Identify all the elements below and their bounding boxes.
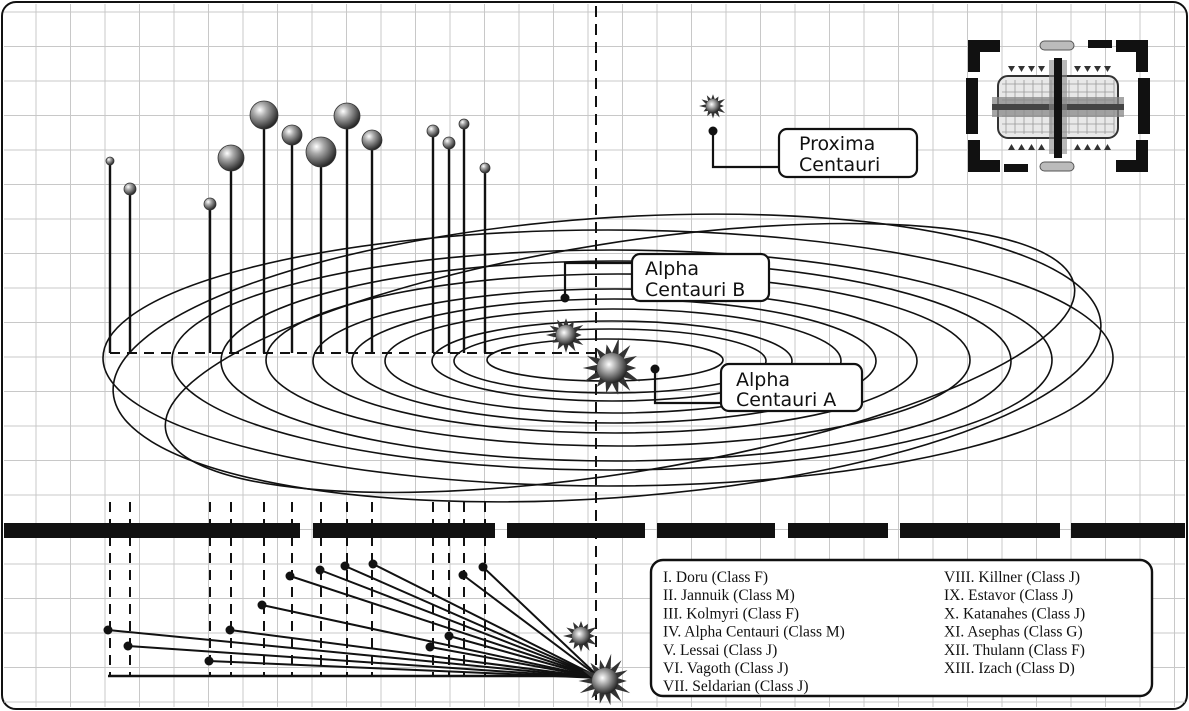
- projection-line-9: [372, 563, 601, 679]
- projection-line-2: [127, 645, 601, 679]
- star-alpha-b: [546, 318, 584, 353]
- legend-item-left-5: V. Lessai (Class J): [663, 642, 777, 659]
- legend-item-left-3: III. Kolmyri (Class F): [663, 605, 799, 622]
- planet-6: [281, 124, 303, 146]
- projection-line-7: [319, 569, 601, 679]
- svg-text:Centauri B: Centauri B: [645, 279, 745, 301]
- legend-item-right-4: XI. Asephas (Class G): [944, 624, 1083, 641]
- projection-line-12: [462, 574, 601, 679]
- svg-text:Alpha: Alpha: [645, 258, 699, 280]
- projection-dot-6: [285, 571, 295, 581]
- planets: [105, 100, 491, 211]
- projection-dot-13: [478, 562, 488, 572]
- projection-dots: [103, 559, 488, 666]
- orbit-3: [431, 320, 793, 402]
- projection-dot-12: [458, 570, 468, 580]
- planet-5: [249, 100, 279, 130]
- projection-line-13: [482, 566, 601, 679]
- planet-1: [105, 156, 115, 166]
- legend-item-left-6: VI. Vagoth (Class J): [663, 660, 788, 677]
- projection-dot-11: [444, 631, 454, 641]
- projection-line-5: [261, 604, 601, 679]
- legend-item-left-4: IV. Alpha Centauri (Class M): [663, 624, 845, 641]
- planet-11: [442, 136, 456, 150]
- orbit-7: [265, 273, 971, 447]
- planet-9: [361, 129, 383, 151]
- label-alpha-b: Alpha Centauri B: [630, 252, 771, 303]
- viewport-icon: [966, 40, 1150, 172]
- orbits: [102, 213, 1114, 503]
- projection-dot-3: [204, 656, 214, 666]
- projection-line-6: [289, 575, 601, 679]
- orbit-2: [453, 328, 767, 394]
- planet-2: [123, 182, 137, 196]
- leader-lines: [563, 131, 790, 405]
- planet-12: [458, 118, 470, 130]
- projection-line-11: [448, 635, 601, 679]
- projection-dot-2: [123, 641, 133, 651]
- legend-item-left-7: VII. Seldarian (Class J): [663, 678, 809, 695]
- svg-text:Alpha: Alpha: [736, 369, 790, 391]
- separator-band: [4, 523, 1185, 538]
- planet-stalks: [108, 115, 487, 353]
- orbit-12: [164, 222, 1076, 494]
- projection-line-4: [229, 629, 601, 679]
- star-proxima: [699, 94, 726, 119]
- planet-legend: I. Doru (Class F)II. Jannuik (Class M)II…: [649, 558, 1154, 698]
- label-alpha-a: Alpha Centauri A: [719, 362, 864, 413]
- star-alpha-a: [582, 337, 640, 395]
- projection-dot-7: [315, 565, 325, 575]
- legend-item-right-5: XII. Thulann (Class F): [944, 642, 1085, 659]
- orbit-10: [102, 229, 1114, 487]
- planet-13: [479, 162, 491, 174]
- projection-dashes: [109, 502, 486, 676]
- bottom-star-a: [578, 653, 631, 706]
- projection-line-3: [208, 660, 601, 679]
- projection-line-10: [429, 646, 601, 679]
- legend-item-right-6: XIII. Izach (Class D): [944, 660, 1075, 677]
- svg-text:Proxima: Proxima: [799, 133, 875, 155]
- planet-10: [426, 124, 440, 138]
- projection-dot-5: [257, 600, 267, 610]
- projection-line-1: [107, 629, 601, 679]
- projection-line-8: [344, 565, 601, 679]
- projection-lines: [107, 563, 601, 679]
- orbit-5: [351, 298, 877, 424]
- planet-8: [333, 102, 361, 130]
- projection-dot-9: [368, 559, 378, 569]
- projection-dot-8: [340, 561, 350, 571]
- legend-item-left-1: I. Doru (Class F): [663, 569, 768, 586]
- legend-item-right-2: IX. Estavor (Class J): [944, 587, 1073, 604]
- orbit-11: [112, 213, 1102, 503]
- planet-7: [305, 136, 337, 168]
- planet-4: [217, 144, 245, 172]
- svg-text:Centauri A: Centauri A: [736, 389, 836, 411]
- label-proxima: Proxima Centauri: [777, 127, 919, 179]
- projection-dot-10: [425, 642, 435, 652]
- legend-item-right-1: VIII. Killner (Class J): [944, 569, 1080, 586]
- orbit-6: [312, 288, 918, 434]
- projection-dot-1: [103, 625, 113, 635]
- orbit-9: [171, 249, 1053, 471]
- legend-item-right-3: X. Katanahes (Class J): [944, 605, 1085, 622]
- svg-text:Centauri: Centauri: [799, 154, 880, 176]
- bottom-star-b: [563, 621, 597, 652]
- projection-dot-4: [225, 625, 235, 635]
- planet-3: [203, 197, 217, 211]
- orbit-4: [384, 308, 842, 414]
- legend-item-left-2: II. Jannuik (Class M): [663, 587, 795, 604]
